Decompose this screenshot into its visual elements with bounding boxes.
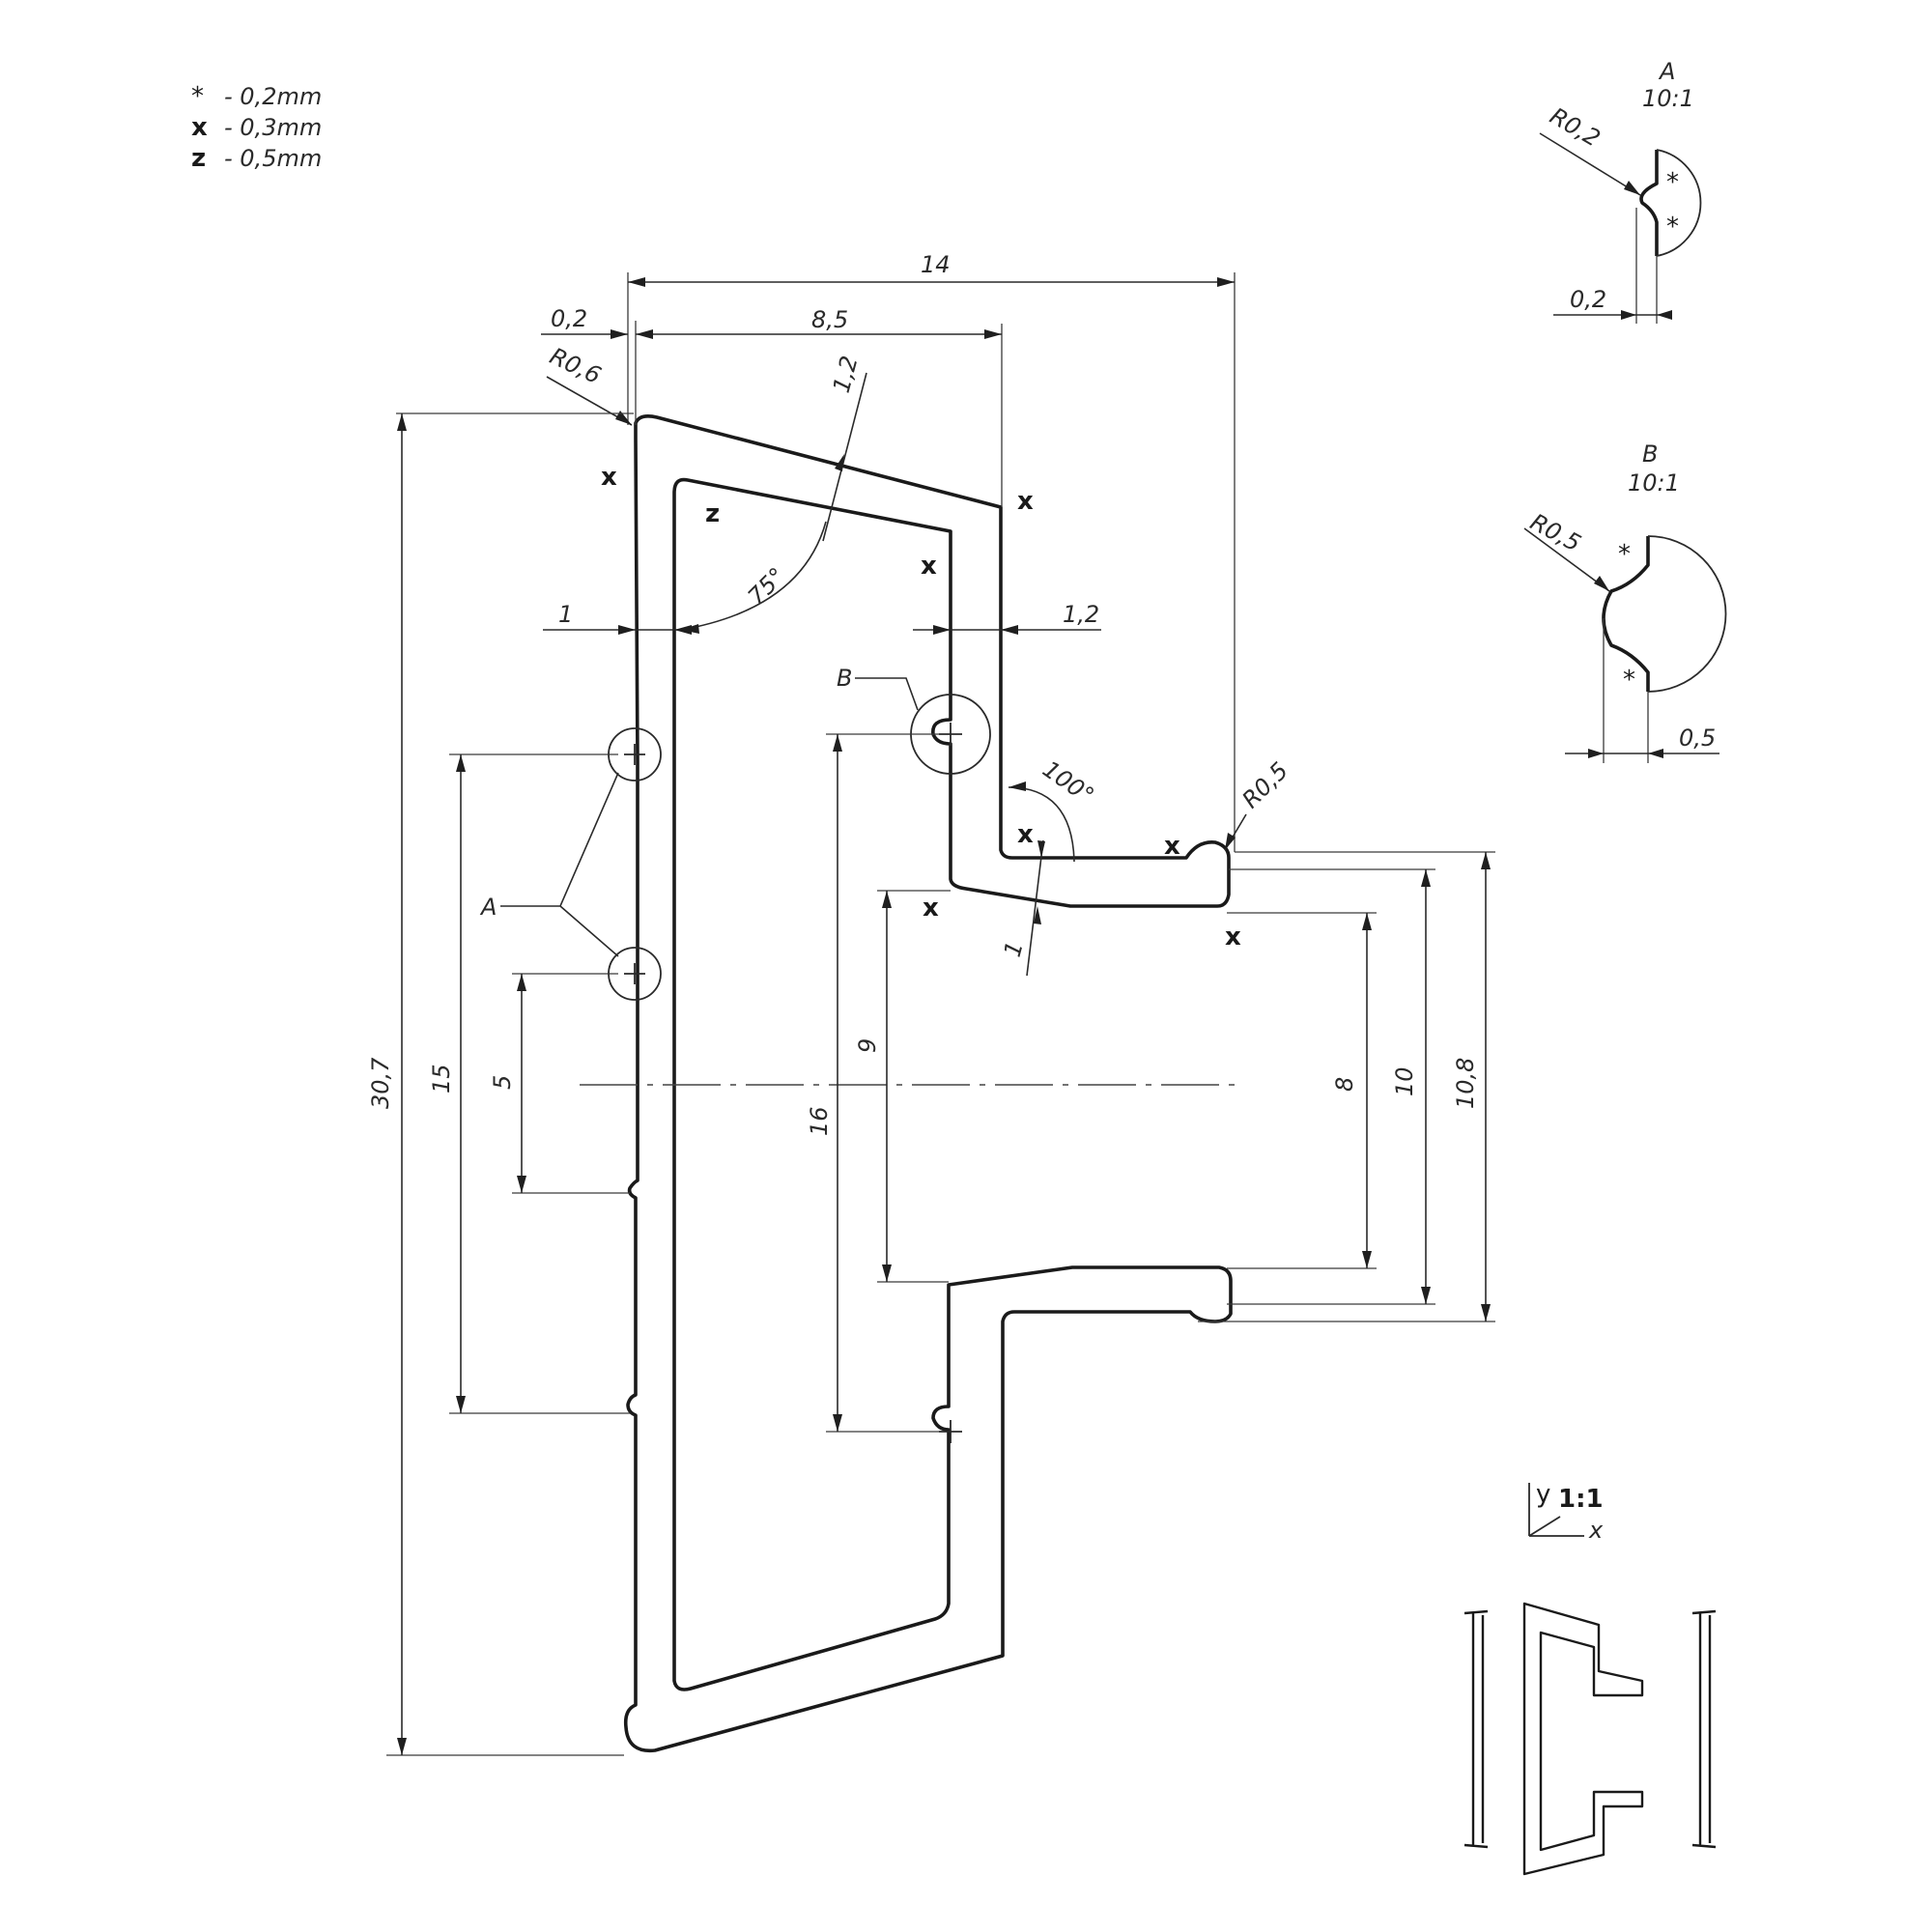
dim-radius-top: R0,6 [546, 342, 606, 389]
detail-a-radius: R0,2 [1546, 102, 1605, 153]
dim-height-total: 30,7 [367, 1057, 394, 1109]
dim-pitch-b: 16 [806, 1106, 833, 1136]
mark-x-lip-top: x [1164, 832, 1180, 861]
dim-wall-bottom: 1 [999, 939, 1029, 960]
detail-b-radius: R0,5 [1526, 508, 1586, 556]
dim-angle-top: 75° [743, 562, 791, 611]
legend-text-z: - 0,5mm [224, 145, 322, 172]
mark-x-right-top: x [1017, 487, 1034, 516]
legend-text-x: - 0,3mm [224, 114, 322, 141]
dim-gap-108: 10,8 [1452, 1058, 1479, 1109]
legend-symbol-x: x [191, 113, 208, 142]
axis-y-label: y [1536, 1480, 1550, 1509]
dim-gap-8: 8 [1331, 1077, 1358, 1092]
dim-angle-right: 100° [1037, 755, 1098, 810]
dim-gap-10: 10 [1391, 1066, 1418, 1096]
mark-x-lip-bottom: x [1225, 923, 1241, 952]
dimension-top: 14 8,5 0,2 R0,6 1,2 75° 1 1,2 [541, 251, 1236, 852]
dim-wall-right: 1,2 [1063, 601, 1099, 628]
dim-wall-top: 1,2 [828, 353, 864, 395]
mark-x-inner: x [921, 552, 937, 581]
dim-pitch-small: 5 [489, 1075, 516, 1090]
label-a-ref: A [479, 894, 497, 921]
mark-x-step: x [923, 894, 939, 923]
detail-a-mark-2: * [1666, 213, 1679, 242]
dim-wall-left: 1 [558, 601, 573, 628]
dim-top-width: 8,5 [811, 306, 848, 333]
detail-b: B 10:1 * * R0,5 0,5 [1523, 440, 1727, 763]
detail-circles [608, 694, 991, 1443]
detail-a-mark-1: * [1666, 168, 1679, 197]
legend-symbol-star: * [191, 82, 204, 111]
detail-a-title: A [1658, 58, 1675, 85]
detail-refs: B A [479, 665, 919, 957]
detail-a-scale: 10:1 [1642, 85, 1694, 112]
dim-overall-width: 14 [921, 251, 951, 278]
legend-text-star: - 0,2mm [224, 83, 322, 110]
mark-z: z [705, 499, 720, 528]
axis-indicator: y x 1:1 [1528, 1480, 1604, 1544]
detail-b-mark-1: * [1618, 540, 1631, 569]
dim-pitch-a: 15 [428, 1064, 455, 1094]
scale-label: 1:1 [1558, 1485, 1604, 1514]
dim-offset: 0,2 [551, 305, 587, 332]
label-b-ref: B [837, 665, 852, 692]
assembly-thumbnail [1463, 1602, 1717, 1876]
detail-b-dim: 0,5 [1679, 724, 1716, 752]
detail-b-title: B [1642, 440, 1658, 468]
dim-gap-inner: 9 [854, 1038, 881, 1053]
dim-radius-right: R0,5 [1236, 757, 1293, 814]
detail-b-scale: 10:1 [1628, 469, 1680, 497]
mark-x-corner: x [1017, 820, 1034, 849]
profile-outline [623, 414, 1233, 1753]
legend-symbol-z: z [191, 144, 206, 173]
legend: * - 0,2mm x - 0,3mm z - 0,5mm [191, 82, 322, 173]
wall-marks: x x z x x x x x [601, 463, 1241, 952]
detail-b-mark-2: * [1623, 666, 1635, 695]
mark-x-left-top: x [601, 463, 617, 492]
axis-x-label: x [1588, 1517, 1604, 1544]
dimension-left: 30,7 15 5 16 9 [367, 412, 951, 1756]
dimension-right: 100° R0,5 1 8 10 10,8 [999, 755, 1495, 1322]
detail-a-dim: 0,2 [1570, 286, 1606, 313]
detail-a: A 10:1 * * R0,2 0,2 [1539, 58, 1702, 324]
